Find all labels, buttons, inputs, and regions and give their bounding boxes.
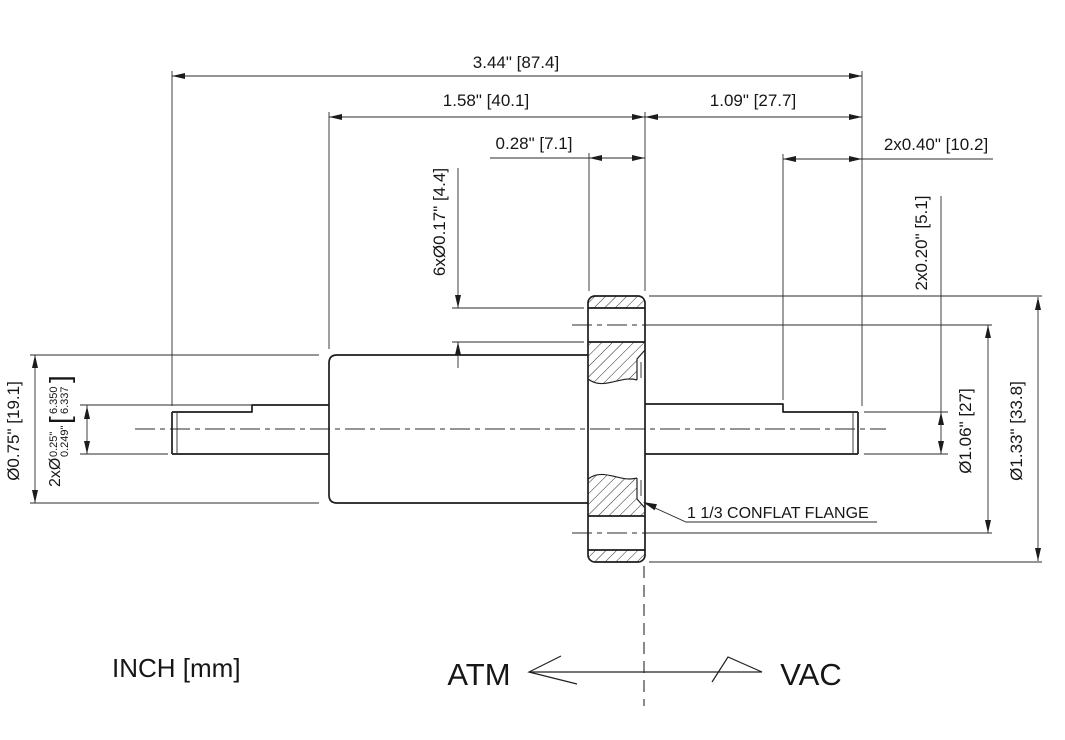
arrowhead-up (938, 412, 944, 425)
arrowhead-down (1035, 548, 1041, 561)
shaft-diameter-bracket-open: [ (44, 416, 75, 424)
vac-label: VAC (780, 657, 841, 692)
flange-bottom-rim-hatch (588, 550, 645, 562)
part-left-shaft (171, 404, 329, 455)
arrowhead-right (849, 114, 862, 120)
dim-body-length-label: 1.58" [40.1] (443, 91, 529, 110)
arrowhead-left (645, 114, 658, 120)
arrowhead-down (32, 490, 38, 503)
arrowhead-right (849, 73, 862, 79)
arrowhead-up (84, 406, 90, 419)
flow-symbols: ATM VAC (447, 655, 842, 692)
atm-flow-arrow-icon (527, 655, 578, 685)
arrowhead-up (1035, 297, 1041, 310)
dim-air-side-length-label: 1.09" [27.7] (710, 91, 796, 110)
shaft-diameter-inch-upper: 0.25" (48, 432, 60, 457)
shaft-diameter-inch-lower: 0.249" (59, 425, 71, 457)
shaft-diameter-mm-upper: 6.350 (48, 386, 60, 414)
shaft-diameter-bracket-close: ] (44, 375, 75, 383)
centerlines (135, 324, 886, 706)
part-right-shaft (645, 403, 859, 455)
dim-flange-od: Ø1.33" [33.8] (649, 295, 1042, 563)
right-shaft-top-edge (645, 403, 858, 413)
arrowhead-up (985, 325, 991, 338)
dim-air-side-length: 1.09" [27.7] (645, 91, 862, 120)
arrowhead-right (632, 114, 645, 120)
arrowhead-down (84, 441, 90, 454)
leader-arrowhead (643, 502, 657, 511)
leader-line (643, 502, 877, 523)
dim-bolt-hole: 6xØ0.17" [4.4] (430, 168, 584, 368)
flange-outline (587, 295, 646, 563)
arrowhead-left (783, 156, 796, 162)
dim-bolt-hole-label: 6xØ0.17" [4.4] (430, 168, 449, 276)
arrowhead-left (329, 114, 342, 120)
arrowhead-down (455, 295, 461, 308)
left-shaft-top-edge (172, 404, 329, 413)
flange-callout: 1 1/3 CONFLAT FLANGE (643, 502, 877, 523)
dim-body-diameter: Ø0.75" [19.1] (4, 354, 319, 504)
dim-flange-thickness: 0.28" [7.1] (490, 134, 645, 291)
arrowhead-right (849, 156, 862, 162)
arrowhead-right (632, 155, 645, 161)
arrowhead-down (938, 441, 944, 454)
dim-flange-thickness-label: 0.28" [7.1] (496, 134, 573, 153)
flange-upper-body-hatch (588, 342, 645, 384)
part-body-cylinder (328, 354, 588, 504)
dim-shaft-diameter-label: 2xØ 0.25" 0.249" [ 6.350 6.337 ] (44, 375, 75, 487)
dim-shaft-flat-length-label: 2x0.40" [10.2] (884, 135, 988, 154)
lower-knife-edge (636, 478, 646, 509)
arrowhead-down (985, 520, 991, 533)
dim-shaft-flat-height-label: 2x0.20" [5.1] (912, 196, 931, 291)
arrowhead-left (172, 73, 185, 79)
vac-flow-arrow-icon (711, 656, 763, 683)
shaft-diameter-prefix: 2xØ (47, 458, 64, 487)
upper-knife-edge (636, 349, 646, 380)
flange-top-rim-hatch (588, 296, 645, 308)
dim-shaft-flat-height: 2x0.20" [5.1] (864, 196, 948, 455)
arrowhead-up (32, 355, 38, 368)
dim-flange-od-label: Ø1.33" [33.8] (1007, 381, 1026, 481)
dim-shaft-diameter: 2xØ 0.25" 0.249" [ 6.350 6.337 ] (44, 375, 252, 487)
upper-bore-break-line (587, 378, 638, 385)
body-left-face (328, 354, 338, 504)
arrowhead-up (455, 342, 461, 355)
dim-body-length: 1.58" [40.1] (328, 91, 646, 349)
flange-note-label: 1 1/3 CONFLAT FLANGE (687, 505, 869, 522)
shaft-diameter-mm-lower: 6.337 (59, 386, 71, 414)
part-conflat-flange (587, 295, 646, 563)
units-note-label: INCH [mm] (112, 653, 241, 683)
dim-bolt-circle: Ø1.06" [27] (662, 324, 992, 534)
dim-body-diameter-label: Ø0.75" [19.1] (4, 381, 23, 481)
atm-label: ATM (447, 657, 510, 692)
lower-bore-break-line (587, 473, 638, 480)
dim-overall-length-label: 3.44" [87.4] (473, 53, 559, 72)
dim-overall-length: 3.44" [87.4] (171, 53, 863, 406)
dim-bolt-circle-label: Ø1.06" [27] (956, 388, 975, 473)
arrowhead-left (589, 155, 602, 161)
flange-lower-body-hatch (588, 474, 645, 516)
dim-shaft-flat-length: 2x0.40" [10.2] (782, 135, 993, 400)
